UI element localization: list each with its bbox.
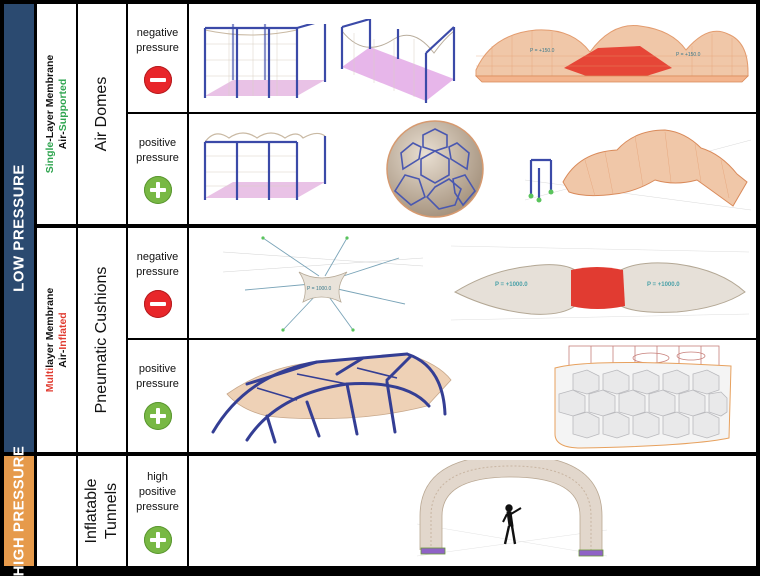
pneumatic-cushions-label: Pneumatic Cushions: [93, 266, 110, 414]
dome-pressure-tag: P = +150.0: [676, 52, 701, 58]
single-suffix: -Layer Membrane: [43, 54, 56, 142]
minus-icon: [143, 66, 172, 94]
high-pressure-text: HIGH PRESSURE: [10, 445, 28, 576]
low-pressure-side-label: LOW PRESSURE: [4, 4, 34, 452]
triple-dome-illustration: P = +150.0 P = +150.0: [475, 25, 749, 83]
funnel-cushion-illustration: P = 1000.0: [223, 236, 423, 332]
minus-icon: [143, 290, 172, 318]
inflatable-tunnels-cell: Inflatable Tunnels: [78, 456, 126, 566]
single-air: Air-: [56, 131, 69, 150]
low-pressure-text: LOW PRESSURE: [10, 164, 28, 292]
high-pressure-side-label: HIGH PRESSURE: [4, 446, 34, 576]
inflatable-tunnels-label: Inflatable Tunnels: [83, 478, 120, 544]
box-frame-illustration: [203, 24, 327, 98]
cushions-negative-image-cell: P = 1000.0 P = +1000.0 P = +1000.0: [189, 228, 756, 338]
multi-suffix: layer Membrane: [43, 287, 56, 368]
inflated-sphere-illustration: [386, 120, 484, 218]
multi-mode: Inflated: [56, 312, 69, 350]
cushion-pressure-tag: P = +1000.0: [495, 282, 528, 288]
bulging-box-illustration: [203, 132, 327, 200]
multi-air: Air-: [56, 349, 69, 368]
single-layer-membrane-cell: Single-Layer Membrane Air-Supported: [37, 4, 76, 224]
cushion-pressure-tag: P = +1000.0: [647, 282, 680, 288]
multi-layer-membrane-label: Multilayer Membrane Air-Inflated: [44, 288, 70, 392]
cushion-roof-illustration: [211, 352, 452, 444]
air-domes-label: Air Domes: [93, 76, 110, 152]
tunnels-image-cell: [189, 456, 756, 566]
single-layer-membrane-label: Single-Layer Membrane Air-Supported: [44, 55, 70, 173]
cushion-pressure-tag: P = 1000.0: [307, 286, 331, 292]
multi-layer-membrane-cell: Multilayer Membrane Air-Inflated: [37, 228, 76, 452]
connected-domes-illustration: [525, 129, 751, 211]
air-domes-cell: Air Domes: [78, 4, 126, 224]
domes-positive-image-cell: [189, 114, 756, 224]
inflatable-arch-illustration: [417, 460, 607, 557]
half-box-illustration: [340, 19, 456, 103]
plus-icon: [143, 526, 172, 554]
pneumatic-cushions-cell: Pneumatic Cushions: [78, 228, 126, 452]
single-mode: Supported: [56, 78, 69, 132]
person-silhouette: [502, 504, 522, 545]
plus-icon: [143, 402, 172, 430]
high-pressure-membrane-cell: [37, 456, 76, 566]
cushion-facade-illustration: [554, 345, 732, 449]
cushions-positive-image-cell: [189, 340, 756, 452]
single-prefix: Single: [43, 141, 56, 174]
domes-negative-image-cell: P = +150.0 P = +150.0: [189, 4, 756, 112]
dome-pressure-tag: P = +150.0: [530, 48, 555, 54]
multi-prefix: Multi: [43, 367, 56, 393]
plus-icon: [143, 176, 172, 204]
double-cushion-illustration: P = +1000.0 P = +1000.0: [451, 245, 749, 321]
